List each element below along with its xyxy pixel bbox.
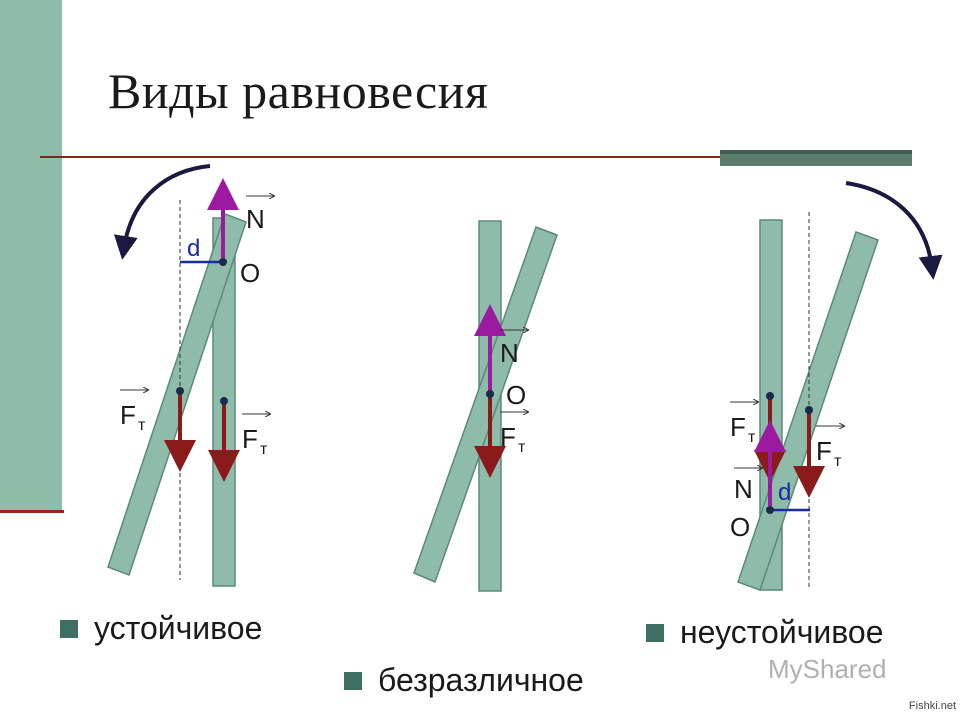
label-F: F (500, 422, 516, 452)
rotation-arrow-icon (845, 181, 943, 280)
pivot-point (219, 258, 227, 266)
left-decor-bar (0, 0, 62, 512)
title-accent-bar (720, 150, 912, 166)
bullet-square-icon (344, 671, 362, 690)
site-credit: Fishki.net (908, 700, 956, 712)
label-O: O (730, 512, 750, 542)
watermark: MyShared (768, 654, 887, 684)
legend-unstable-label: неустойчивое (680, 614, 884, 650)
bullet-square-icon (60, 619, 78, 638)
legend-neutral: безразличное (344, 662, 584, 699)
cog-tilted (805, 406, 813, 414)
tilted-rod (413, 226, 558, 584)
unstable-case: F т F т N d O (730, 181, 943, 591)
label-O: O (240, 258, 260, 288)
legend-stable: устойчивое (60, 610, 262, 647)
tilted-rod (107, 213, 247, 576)
label-F: F (120, 400, 136, 430)
legend-neutral-label: безразличное (378, 662, 584, 698)
pivot-point (486, 390, 494, 398)
legend-unstable: неустойчивое (646, 614, 884, 651)
cog-vertical (220, 397, 228, 405)
left-decor-line (0, 510, 64, 513)
page-title: Виды равновесия (108, 63, 489, 119)
title-divider (40, 156, 912, 158)
label-F: F (730, 412, 746, 442)
label-F: F (816, 436, 832, 466)
legend-stable-label: устойчивое (94, 610, 263, 646)
label-F-sub: т (748, 429, 756, 446)
label-N: N (246, 204, 265, 234)
label-O: O (506, 380, 526, 410)
label-N: N (734, 474, 753, 504)
rotation-arrow-icon (113, 164, 211, 260)
pivot-point (766, 506, 774, 514)
label-N: N (500, 338, 519, 368)
bullet-square-icon (646, 623, 664, 642)
label-F-sub: т (138, 417, 146, 434)
cog-tilted (176, 387, 184, 395)
label-F-sub: т (260, 441, 268, 458)
label-F: F (242, 424, 258, 454)
label-F-sub: т (834, 453, 842, 470)
neutral-case: N O F т (413, 220, 558, 592)
label-d: d (778, 479, 791, 506)
label-F-sub: т (518, 439, 526, 456)
label-d: d (187, 235, 200, 262)
stable-case: N O d F т F т (107, 164, 274, 587)
cog-vertical (766, 392, 774, 400)
